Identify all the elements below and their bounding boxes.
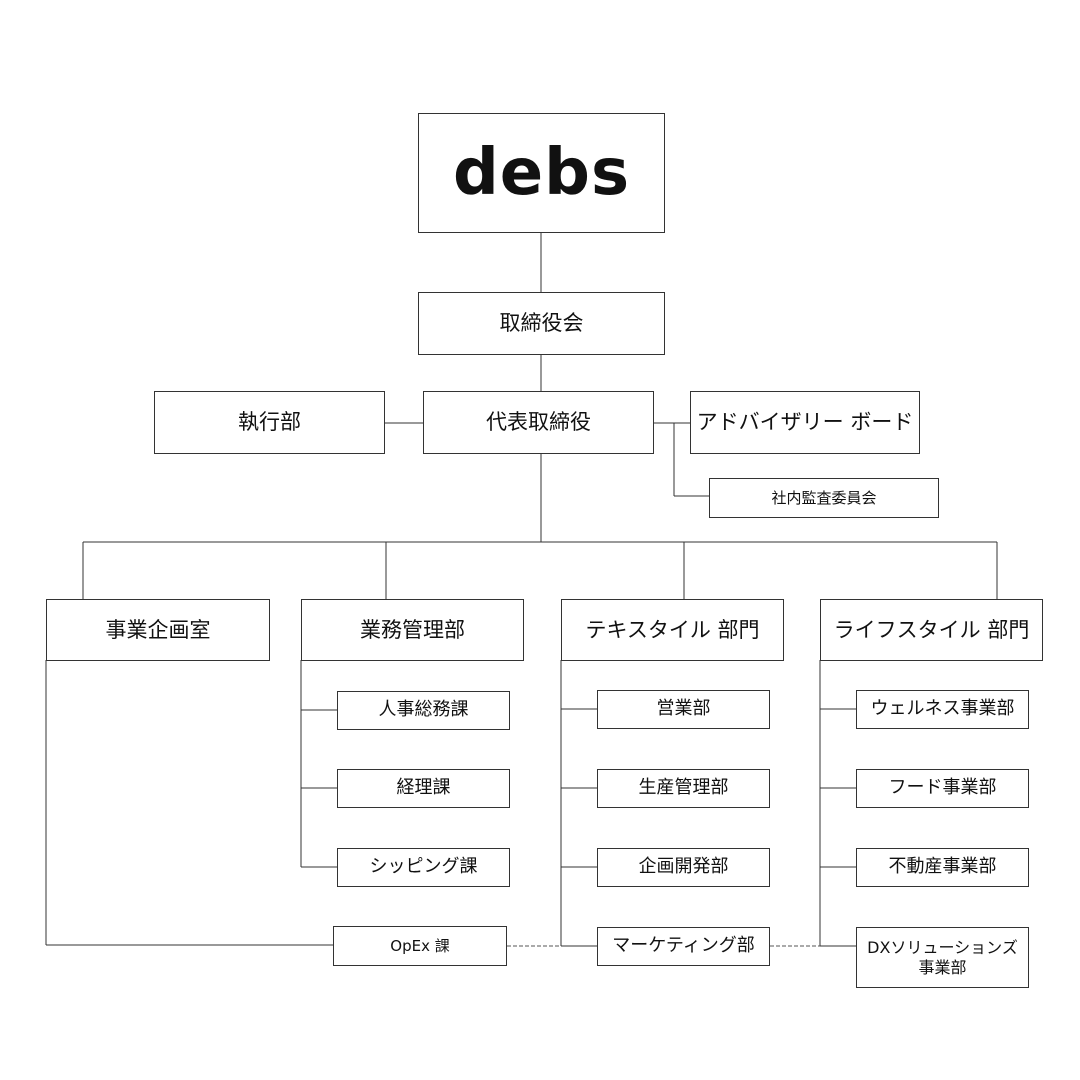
lifestyle-division: ライフスタイル 部門	[820, 599, 1043, 661]
opex-section: OpEx 課	[333, 926, 507, 966]
food-business-dept: フード事業部	[856, 769, 1029, 808]
company-logo: debs	[452, 136, 631, 210]
dx-solutions-business-dept: DXソリューションズ 事業部	[856, 927, 1029, 988]
executive-office: 執行部	[154, 391, 385, 454]
dx-solutions-line1: DXソリューションズ	[867, 937, 1018, 957]
wellness-business-dept: ウェルネス事業部	[856, 690, 1029, 729]
marketing-dept: マーケティング部	[597, 927, 770, 966]
hr-general-affairs-section: 人事総務課	[337, 691, 510, 730]
accounting-section: 経理課	[337, 769, 510, 808]
internal-audit-committee: 社内監査委員会	[709, 478, 939, 518]
planning-development-dept: 企画開発部	[597, 848, 770, 887]
shipping-section: シッピング課	[337, 848, 510, 887]
textile-division: テキスタイル 部門	[561, 599, 784, 661]
dx-solutions-line2: 事業部	[918, 957, 967, 977]
logo-box: debs	[418, 113, 665, 233]
representative-director: 代表取締役	[423, 391, 654, 454]
advisory-board: アドバイザリー ボード	[690, 391, 920, 454]
production-management-dept: 生産管理部	[597, 769, 770, 808]
business-planning-office: 事業企画室	[46, 599, 270, 661]
sales-dept: 営業部	[597, 690, 770, 729]
operations-management-dept: 業務管理部	[301, 599, 524, 661]
board-of-directors: 取締役会	[418, 292, 665, 355]
real-estate-business-dept: 不動産事業部	[856, 848, 1029, 887]
